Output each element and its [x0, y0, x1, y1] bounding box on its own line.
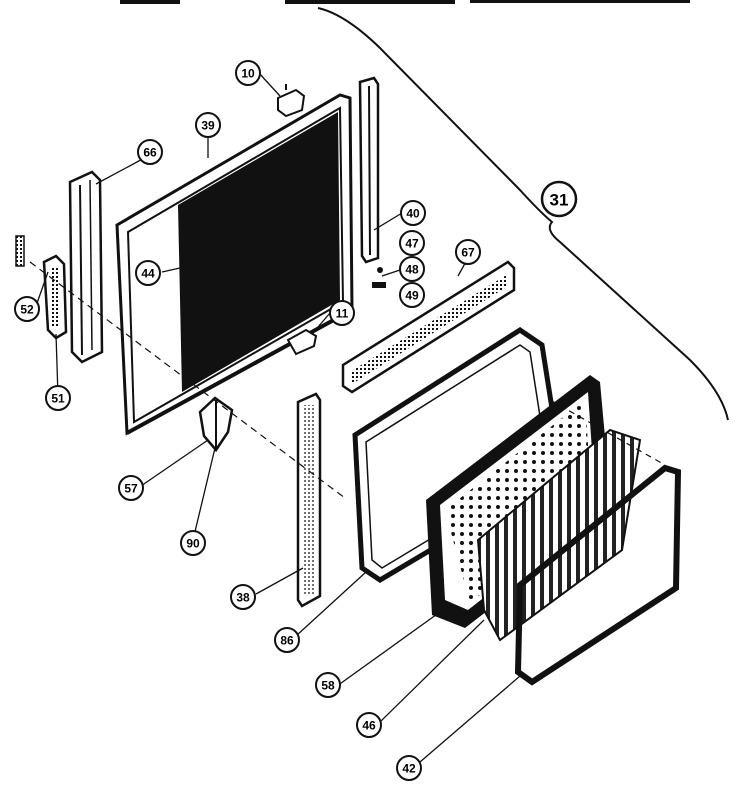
cropped-header-marks [120, 0, 690, 4]
callout-66-label: 66 [143, 146, 157, 160]
lower-bracket-part [286, 328, 318, 356]
callout-49-label: 49 [405, 289, 419, 303]
spring-part [15, 235, 25, 267]
callout-11-label: 11 [336, 307, 349, 321]
side-handle-part [42, 254, 68, 340]
callout-58-label: 58 [321, 679, 335, 693]
assembly-dashed-line [29, 261, 346, 499]
callout-40: 40 [400, 200, 426, 226]
callout-10-label: 10 [241, 67, 255, 81]
callout-11: 11 [329, 300, 355, 326]
callout-86-label: 86 [280, 634, 294, 648]
louver-bar-part [341, 260, 516, 394]
callout-42-label: 42 [402, 762, 416, 776]
assembly-bracket [317, 7, 729, 421]
callout-90: 90 [180, 530, 206, 556]
callout-31-label: 31 [550, 191, 569, 210]
callout-57-label: 57 [124, 482, 138, 496]
right-rail-part [358, 76, 380, 264]
callout-49: 49 [399, 282, 425, 308]
callout-46-label: 46 [362, 719, 376, 733]
callout-52-label: 52 [20, 303, 34, 317]
small-hardware-parts [372, 267, 386, 288]
vertical-strip-part [296, 392, 322, 608]
callout-44-label: 44 [141, 267, 155, 281]
callout-67: 67 [455, 239, 481, 265]
callout-66: 66 [137, 139, 163, 165]
callout-39: 39 [195, 112, 221, 138]
callout-39-label: 39 [201, 119, 215, 133]
callout-40-label: 40 [406, 207, 420, 221]
callout-51: 51 [45, 385, 71, 411]
callout-86: 86 [274, 627, 300, 653]
callout-58: 58 [315, 672, 341, 698]
callout-38-label: 38 [236, 591, 250, 605]
callout-44: 44 [135, 260, 161, 286]
front-frame-panel [115, 93, 354, 436]
callout-57: 57 [118, 475, 144, 501]
callout-67-label: 67 [461, 246, 475, 260]
left-rail-part [68, 170, 104, 364]
assembly-dashed-line-2 [549, 399, 666, 466]
top-bracket-part [277, 84, 306, 118]
callouts: 10 39 66 44 52 51 11 40 47 48 49 67 31 5… [14, 60, 578, 781]
callout-48: 48 [399, 256, 425, 282]
callout-42: 42 [396, 755, 422, 781]
callout-38: 38 [230, 584, 256, 610]
outer-frame-part [514, 464, 682, 686]
callout-47-label: 47 [405, 237, 419, 251]
callout-52: 52 [14, 296, 40, 322]
callout-46: 46 [356, 712, 382, 738]
callout-48-label: 48 [405, 263, 419, 277]
callout-31: 31 [540, 180, 578, 218]
callout-47: 47 [399, 230, 425, 256]
callout-90-label: 90 [186, 537, 200, 551]
callout-10: 10 [235, 60, 261, 86]
callout-51-label: 51 [51, 392, 65, 406]
mount-bracket-part [198, 396, 234, 453]
